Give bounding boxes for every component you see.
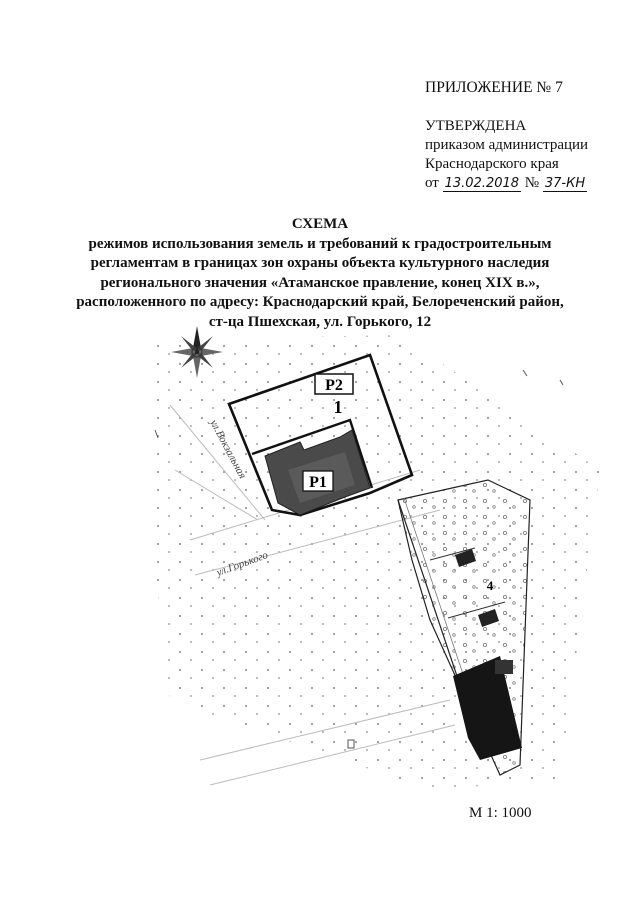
road-edge-mark — [154, 429, 159, 439]
edge-marks — [522, 369, 564, 386]
date-prefix: от — [425, 175, 439, 191]
appendix-number: ПРИЛОЖЕНИЕ № 7 — [425, 79, 563, 96]
title-line-1: режимов использования земель и требовани… — [88, 235, 552, 252]
title-line-5: ст-ца Пшехская, ул. Горького, 12 — [208, 313, 432, 330]
title-line-3: регионального значения «Атаманское правл… — [100, 274, 540, 291]
survey-marker — [347, 739, 355, 749]
zone-p1-label: Р1 — [302, 470, 334, 492]
svg-text:Р2: Р2 — [325, 377, 343, 394]
plot-number-4: 4 — [487, 578, 494, 593]
compass-rose-icon — [171, 326, 223, 378]
plot-4-area — [397, 479, 531, 776]
map-scale: М 1: 1000 — [469, 805, 532, 821]
title-heading: СХЕМА — [291, 216, 349, 232]
order-date-handwritten: 13.02.2018 — [442, 176, 522, 192]
vegetation-texture — [150, 335, 600, 790]
title-line-2: регламентам в границах зон охраны объект… — [90, 255, 550, 271]
number-sign: № — [524, 175, 540, 191]
svg-text:Р1: Р1 — [309, 474, 327, 491]
order-issuer-line1: приказом администрации — [425, 137, 589, 153]
document-title: СХЕМА режимов использования земель и тре… — [0, 215, 640, 332]
order-issuer-line2: Краснодарского края — [425, 156, 559, 172]
approved-label: УТВЕРЖДЕНА — [425, 118, 527, 134]
plot-number-1: 1 — [334, 397, 343, 417]
title-line-4: расположенного по адресу: Краснодарский … — [76, 294, 564, 310]
zone-p2-boundary — [227, 353, 414, 517]
zone-p2-label: Р2 — [314, 373, 354, 395]
zone-p1-divider — [251, 418, 374, 489]
order-date-line: от 13.02.2018 № 37-КН — [425, 174, 625, 193]
order-number-handwritten: 37-КН — [542, 176, 588, 192]
approval-block: ПРИЛОЖЕНИЕ № 7 УТВЕРЖДЕНА приказом админ… — [425, 78, 625, 193]
